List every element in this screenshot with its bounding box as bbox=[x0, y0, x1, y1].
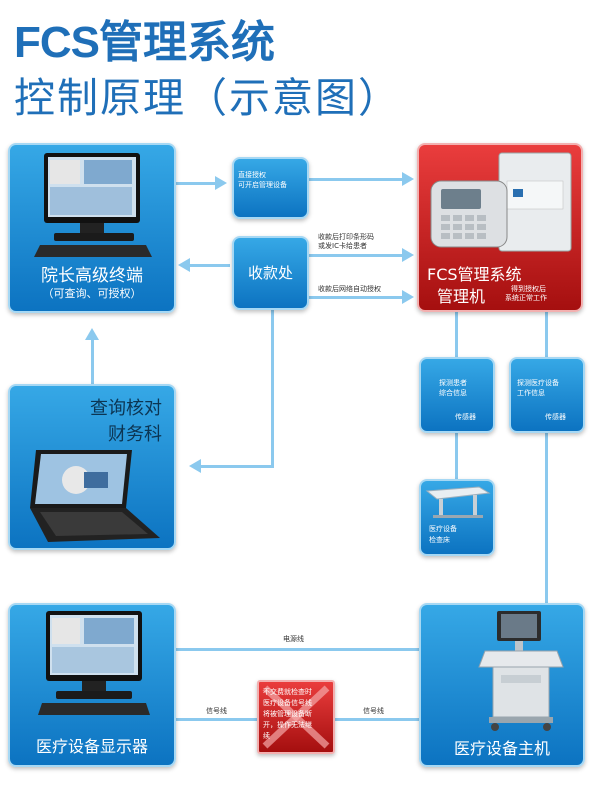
exam-bed-icon bbox=[425, 486, 491, 518]
sensor-patient-line2: 综合信息 bbox=[439, 389, 467, 397]
arrow-to-fcs-1 bbox=[402, 172, 414, 186]
arrow-to-fcs-3 bbox=[402, 290, 414, 304]
node-warning: 不交费就检查时 医疗设备信号线 将被管理设备断 开，操作无法继 续 bbox=[257, 680, 335, 754]
director-name: 院长高级终端 bbox=[41, 266, 143, 286]
arrow-to-fcs-2 bbox=[402, 248, 414, 262]
arrow-up-director bbox=[85, 328, 99, 340]
warning-line2: 医疗设备信号线 bbox=[263, 699, 312, 707]
edge-label-barcode-2: 或发IC卡给患者 bbox=[318, 242, 367, 250]
cashier-name: 收款处 bbox=[247, 264, 293, 282]
warning-line3: 将被管理设备断 bbox=[263, 710, 312, 718]
node-device-host: 医疗设备主机 bbox=[419, 603, 585, 767]
connector-direct-fcs bbox=[309, 178, 403, 181]
connector-cashier-fcs-bottom bbox=[309, 296, 403, 299]
laptop-icon bbox=[30, 450, 160, 542]
connector-sensor1-bed bbox=[455, 432, 458, 480]
finance-line2: 财务科 bbox=[108, 424, 162, 445]
connector-cashier-down bbox=[271, 308, 274, 468]
page-subtitle: 控制原理（示意图） bbox=[14, 74, 401, 122]
node-director-terminal: 院长高级终端 （可查询、可授权） bbox=[8, 143, 176, 313]
sensor-patient-line3: 传感器 bbox=[455, 413, 476, 421]
connector-signal-left bbox=[176, 718, 258, 721]
connector-cashier-fcs-top bbox=[309, 254, 403, 257]
node-device-display: 医疗设备显示器 bbox=[8, 603, 176, 767]
host-name: 医疗设备主机 bbox=[453, 739, 550, 758]
connector-director-direct bbox=[176, 182, 216, 185]
edge-label-network: 收款后网络自动授权 bbox=[318, 285, 381, 293]
connector-finance-director bbox=[91, 338, 94, 388]
bed-line2: 检查床 bbox=[429, 536, 450, 544]
title-latin: FCS bbox=[14, 18, 100, 67]
sensor-device-line3: 传感器 bbox=[545, 413, 566, 421]
ultrasound-machine-icon bbox=[478, 611, 564, 731]
sensor-patient-line1: 探测患者 bbox=[439, 379, 467, 387]
connector-signal-right bbox=[334, 718, 419, 721]
warning-line1: 不交费就检查时 bbox=[263, 688, 312, 696]
display-name: 医疗设备显示器 bbox=[35, 737, 148, 756]
display-monitor-icon bbox=[38, 611, 150, 715]
node-sensor-device: 探测医疗设备 工作信息 传感器 bbox=[509, 357, 585, 433]
arrow-to-direct bbox=[215, 176, 227, 190]
warning-line4: 开，操作无法继 bbox=[263, 721, 312, 729]
arrow-to-finance bbox=[189, 459, 201, 473]
sensor-device-line2: 工作信息 bbox=[517, 389, 545, 397]
edge-label-barcode-1: 收款后打印条形码 bbox=[318, 233, 374, 241]
edge-label-signal-right: 信号线 bbox=[363, 707, 384, 715]
bed-line1: 医疗设备 bbox=[429, 525, 457, 533]
fcs-name-line2: 管理机 bbox=[437, 287, 486, 306]
title-cn: 管理系统 bbox=[99, 17, 275, 68]
node-cashier: 收款处 bbox=[232, 236, 309, 310]
cross-icon bbox=[262, 685, 330, 749]
direct-auth-line2: 可开启管理设备 bbox=[238, 181, 287, 189]
director-sub: （可查询、可授权） bbox=[42, 287, 142, 300]
fcs-machine-icon bbox=[430, 152, 572, 252]
fcs-note-line1: 得到授权后 bbox=[511, 285, 546, 293]
monitor-icon bbox=[34, 153, 152, 257]
finance-line1: 查询核对 bbox=[90, 398, 162, 419]
fcs-name-line1: FCS管理系统 bbox=[427, 265, 522, 284]
page-title: FCS管理系统 bbox=[14, 6, 275, 70]
sensor-device-line1: 探测医疗设备 bbox=[517, 379, 559, 387]
arrow-to-director bbox=[178, 258, 190, 272]
direct-auth-line1: 直接授权 bbox=[238, 171, 266, 179]
connector-to-finance bbox=[200, 465, 274, 468]
connector-cashier-director bbox=[190, 264, 230, 267]
connector-fcs-sensor2 bbox=[545, 312, 548, 358]
connector-power bbox=[176, 648, 419, 651]
node-fcs-manager: FCS管理系统 管理机 得到授权后 系统正常工作 bbox=[417, 143, 583, 312]
edge-label-power: 电源线 bbox=[283, 635, 304, 643]
node-sensor-patient: 探测患者 综合信息 传感器 bbox=[419, 357, 495, 433]
edge-label-signal-left: 信号线 bbox=[206, 707, 227, 715]
connector-sensor2-host bbox=[545, 432, 548, 604]
warning-line5: 续 bbox=[263, 732, 270, 740]
connector-fcs-sensor1 bbox=[455, 312, 458, 358]
node-direct-auth: 直接授权 可开启管理设备 bbox=[232, 157, 309, 219]
node-finance: 查询核对 财务科 bbox=[8, 384, 176, 550]
node-exam-bed: 医疗设备 检查床 bbox=[419, 479, 495, 556]
fcs-note-line2: 系统正常工作 bbox=[505, 294, 547, 302]
